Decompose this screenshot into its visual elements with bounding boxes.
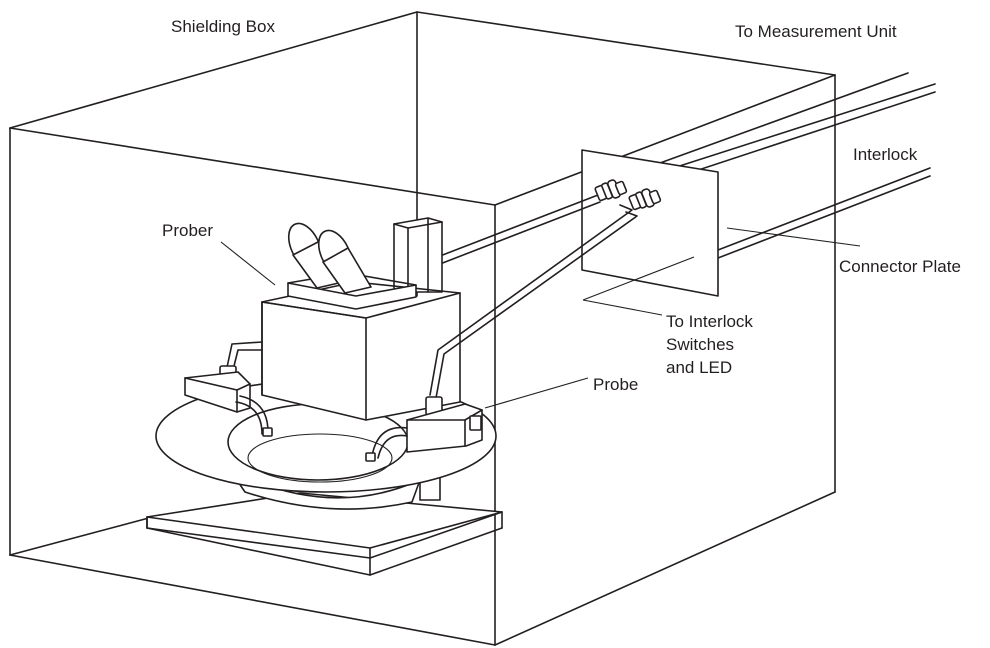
label-to-interlock-line3: and LED xyxy=(666,358,732,377)
label-to-interlock-line1: To Interlock xyxy=(666,312,753,331)
label-to-interlock-line2: Switches xyxy=(666,335,734,354)
label-shielding-box: Shielding Box xyxy=(171,17,275,36)
measurement-cables xyxy=(659,72,936,181)
label-probe: Probe xyxy=(593,375,638,394)
label-interlock: Interlock xyxy=(853,145,918,164)
prober-body xyxy=(261,281,461,421)
connector-right-icon xyxy=(628,188,662,211)
connector-left-icon xyxy=(594,179,628,202)
microscope-icon xyxy=(287,222,417,310)
leader-lines xyxy=(220,227,861,409)
label-connector-plate: Connector Plate xyxy=(839,257,961,276)
right-probe-manipulator xyxy=(365,204,638,462)
interlock-cable xyxy=(717,167,931,259)
label-prober: Prober xyxy=(162,221,213,240)
left-probe-manipulator xyxy=(184,341,273,437)
label-to-measurement-unit: To Measurement Unit xyxy=(735,22,897,41)
prober-cable xyxy=(439,194,601,265)
shielding-box xyxy=(9,11,836,646)
